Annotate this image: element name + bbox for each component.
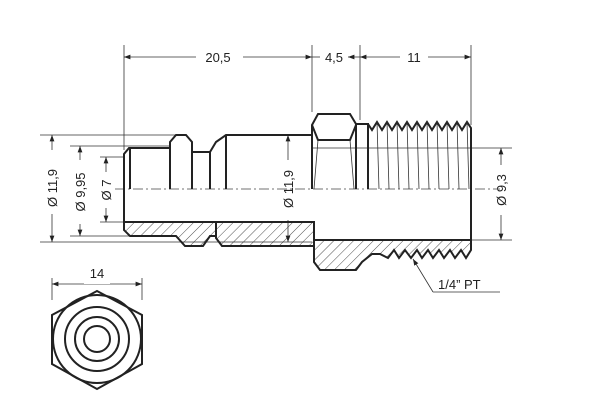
part-upper-outline (123, 113, 472, 240)
dim-dia-bore: Ø 7 (99, 180, 114, 201)
thread-callout (412, 258, 500, 293)
dim-length-hex: 4,5 (325, 50, 343, 65)
dim-dia-thread-bore: Ø 9,3 (494, 174, 509, 206)
extension-lines (40, 45, 512, 243)
hex-end-view (51, 278, 143, 391)
thread-label: 1/4” PT (438, 277, 481, 292)
dim-length-nose: 20,5 (205, 50, 230, 65)
part-section-hatched (123, 189, 472, 271)
dim-length-thread: 11 (407, 50, 421, 65)
dim-dia-body: Ø 11,9 (281, 170, 296, 208)
dim-dia-outer-left: Ø 11,9 (45, 169, 60, 207)
dim-hex-width: 14 (90, 266, 104, 281)
dim-dia-groove: Ø 9,95 (73, 172, 88, 211)
